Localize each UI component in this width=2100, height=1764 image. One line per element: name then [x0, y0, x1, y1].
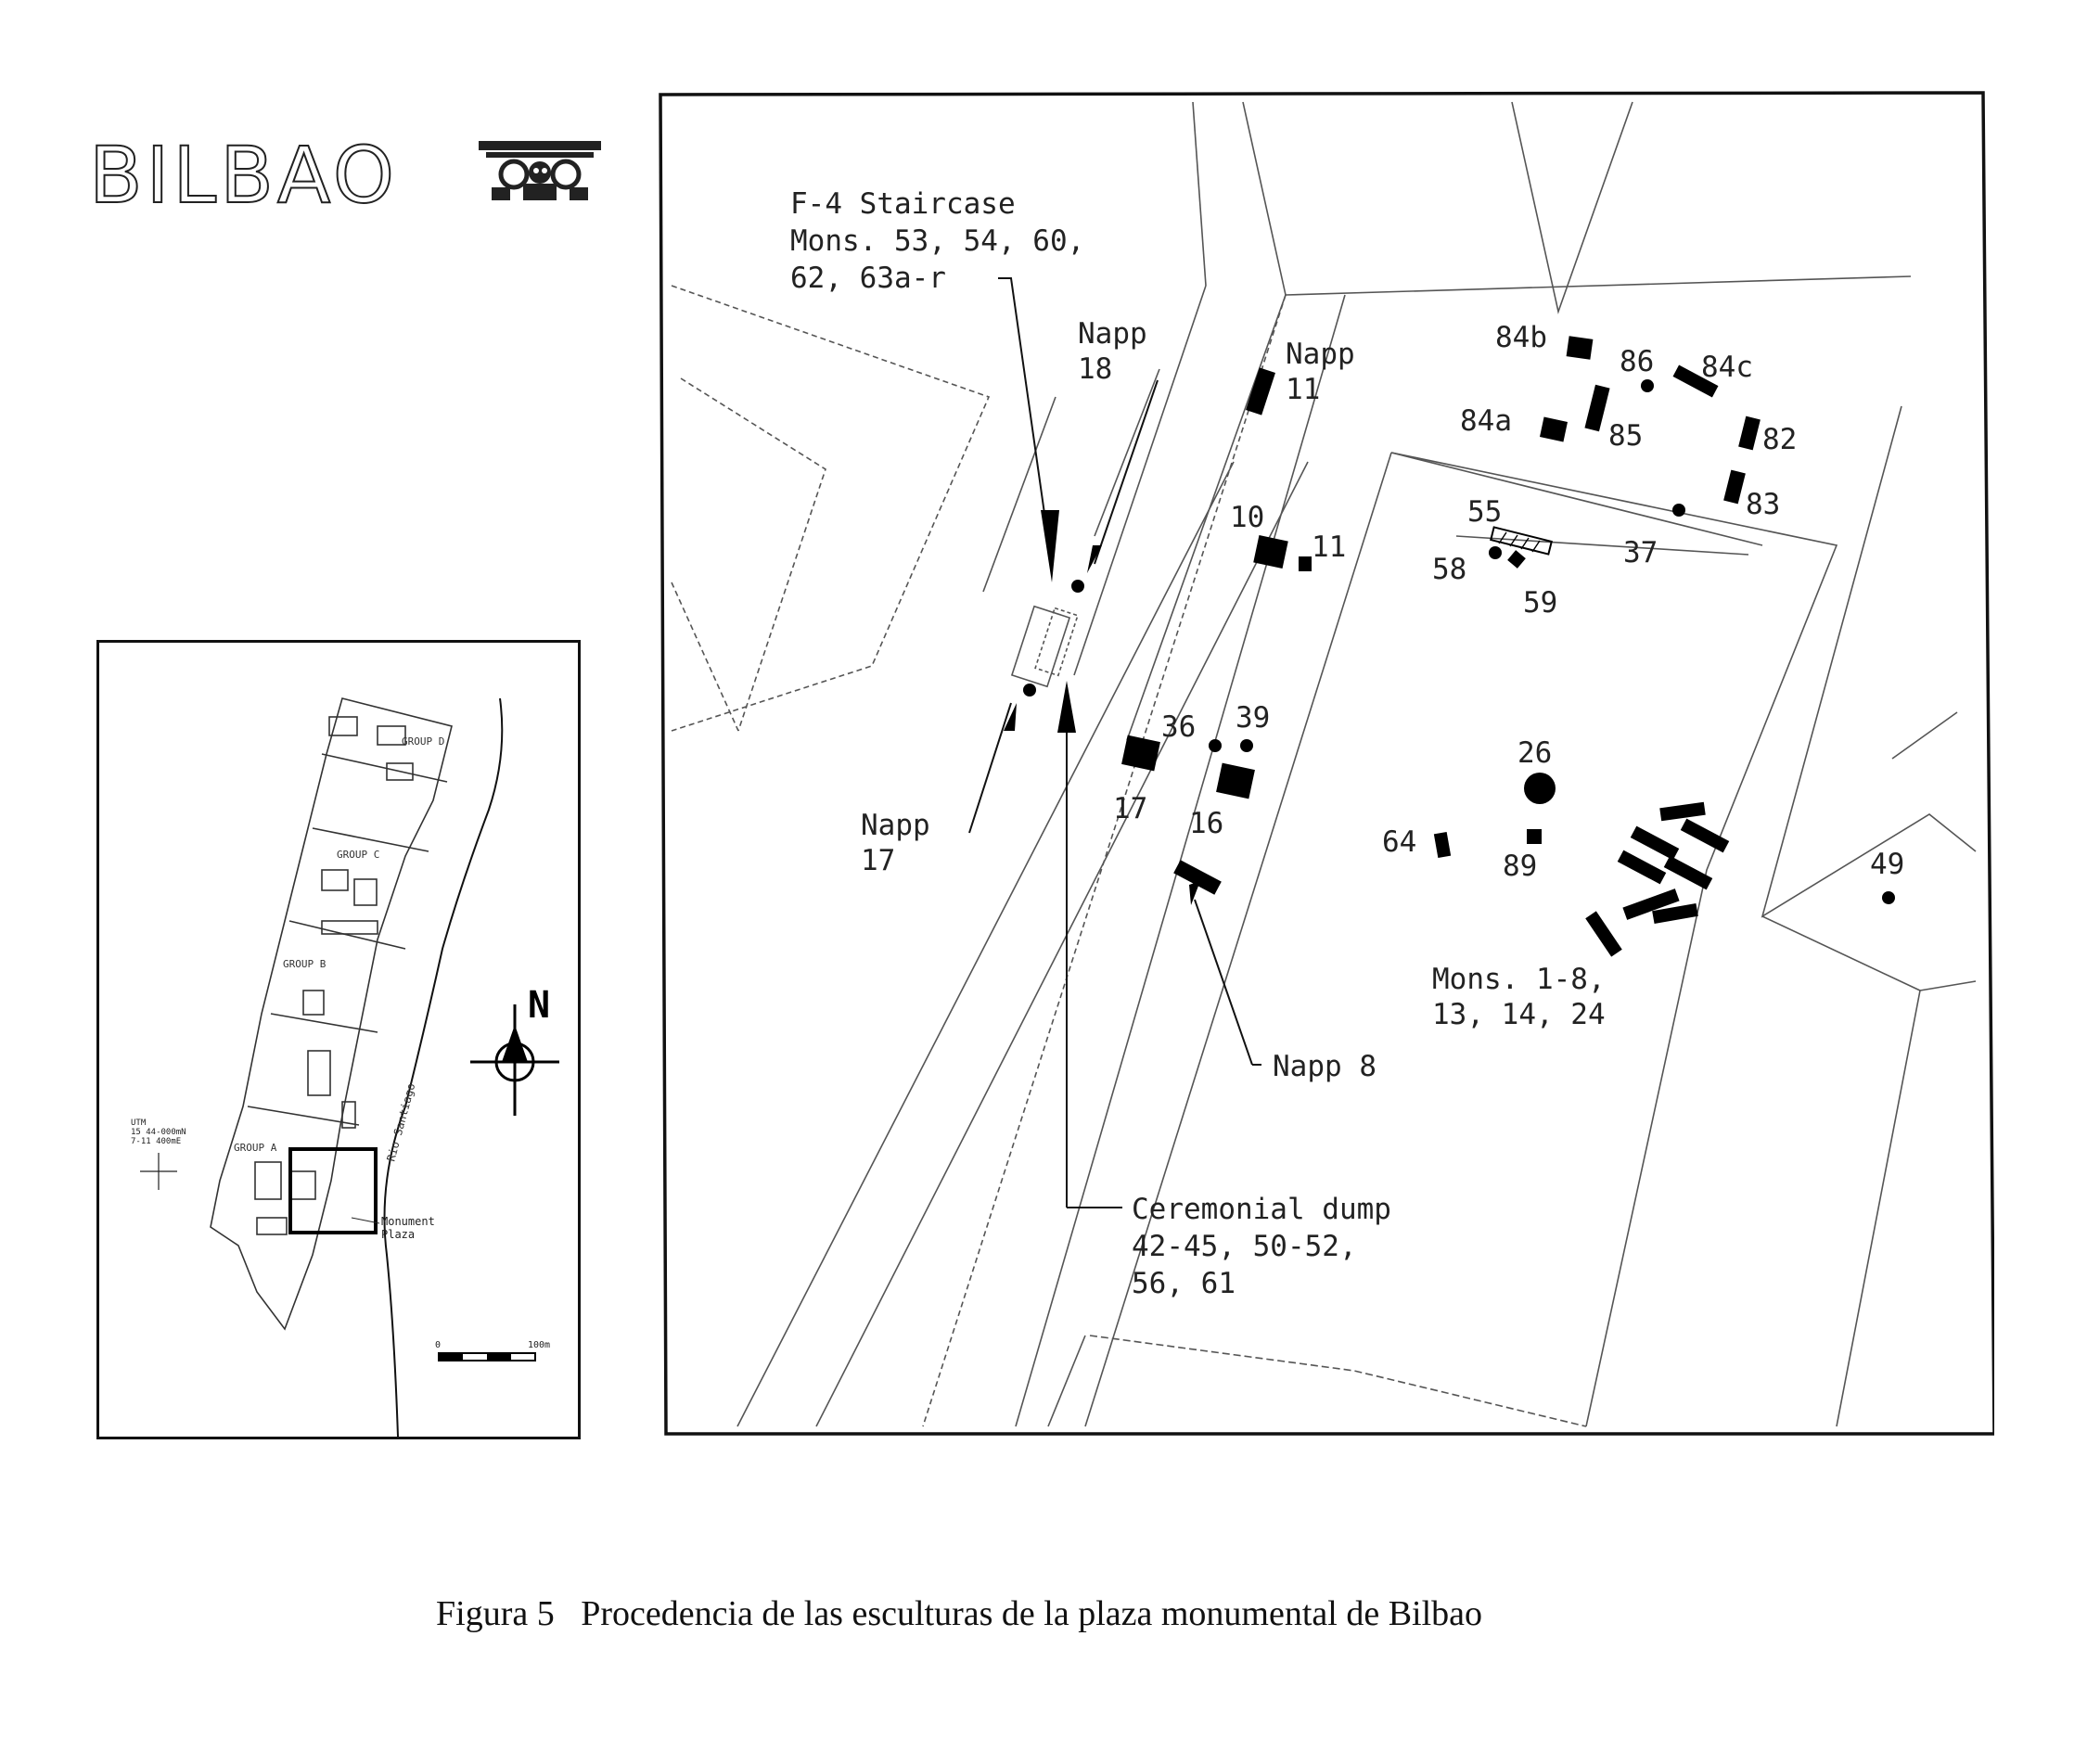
label-napp8: Napp 8: [1273, 1050, 1377, 1083]
inset-plaza-box: [288, 1147, 378, 1234]
scale-start: 0: [435, 1340, 441, 1350]
label-napp18-1: Napp: [1078, 317, 1147, 351]
mon-11: 11: [1312, 530, 1346, 564]
mon-39: 39: [1236, 701, 1270, 735]
main-map-frame: F-4 Staircase Mons. 53, 54, 60, 62, 63a-…: [659, 91, 1996, 1436]
mon-10: 10: [1230, 501, 1264, 534]
mon-89: 89: [1503, 850, 1537, 883]
label-napp17-2: 17: [861, 844, 895, 877]
label-dump-2: 42-45, 50-52,: [1132, 1230, 1357, 1263]
label-napp17-1: Napp: [861, 809, 930, 842]
inset-map-frame: GROUP D GROUP C GROUP B GROUP A Rio Sant…: [96, 640, 581, 1439]
scale-bar: [438, 1352, 536, 1361]
mon-64: 64: [1382, 825, 1416, 859]
main-map: F-4 Staircase Mons. 53, 54, 60, 62, 63a-…: [659, 91, 1996, 1436]
label-napp18-2: 18: [1078, 352, 1112, 386]
label-staircase-1: F-4 Staircase: [790, 187, 1016, 221]
label-napp11-1: Napp: [1286, 338, 1355, 371]
site-title: BILBAO: [88, 129, 398, 222]
inset-coord-2: 15 44-000mN: [131, 1128, 186, 1137]
inset-coord-1: UTM: [131, 1118, 147, 1128]
north-arrow-icon: [470, 1004, 559, 1116]
inset-group-b: GROUP B: [283, 958, 327, 970]
mon-17: 17: [1113, 792, 1147, 825]
mon-84c: 84c: [1701, 351, 1753, 384]
mon-86: 86: [1620, 345, 1654, 378]
label-napp11-2: 11: [1286, 373, 1320, 406]
figure-text: Procedencia de las esculturas de la plaz…: [581, 1594, 1483, 1633]
mon-83: 83: [1746, 488, 1780, 521]
mon-36: 36: [1161, 710, 1196, 744]
mon-85: 85: [1608, 419, 1643, 453]
mon-84b: 84b: [1495, 321, 1547, 354]
label-staircase-3: 62, 63a-r: [790, 262, 946, 295]
inset-box-label-2: Plaza: [381, 1228, 415, 1241]
inset-map: GROUP D GROUP C GROUP B GROUP A Rio Sant…: [131, 697, 559, 1438]
inset-coord-3: 7-11 400mE: [131, 1137, 181, 1146]
mon-16: 16: [1189, 807, 1223, 840]
site-logo-icon: [479, 141, 601, 200]
mon-82: 82: [1762, 423, 1797, 456]
inset-river-label: Rio Santiago: [384, 1081, 417, 1162]
mon-84a: 84a: [1460, 404, 1512, 438]
mon-26: 26: [1517, 736, 1552, 770]
mon-37: 37: [1623, 536, 1658, 569]
inset-group-a: GROUP A: [234, 1142, 277, 1154]
label-mons-2: 13, 14, 24: [1432, 998, 1606, 1031]
label-dump-3: 56, 61: [1132, 1267, 1236, 1300]
mon-49: 49: [1870, 848, 1904, 881]
figure-caption: Figura 5 Procedencia de las esculturas d…: [436, 1593, 1482, 1634]
label-mons-1: Mons. 1-8,: [1432, 963, 1606, 996]
inset-box-label-1: Monument: [381, 1215, 435, 1228]
figure-label: Figura 5: [436, 1594, 555, 1633]
north-label: N: [528, 984, 550, 1027]
inset-group-d: GROUP D: [402, 735, 444, 748]
inset-group-c: GROUP C: [337, 849, 379, 861]
mon-55: 55: [1467, 495, 1502, 529]
scale-end: 100m: [528, 1340, 550, 1350]
label-staircase-2: Mons. 53, 54, 60,: [790, 224, 1084, 258]
mon-58: 58: [1432, 553, 1466, 586]
mon-59: 59: [1523, 586, 1557, 620]
label-dump-1: Ceremonial dump: [1132, 1193, 1391, 1226]
